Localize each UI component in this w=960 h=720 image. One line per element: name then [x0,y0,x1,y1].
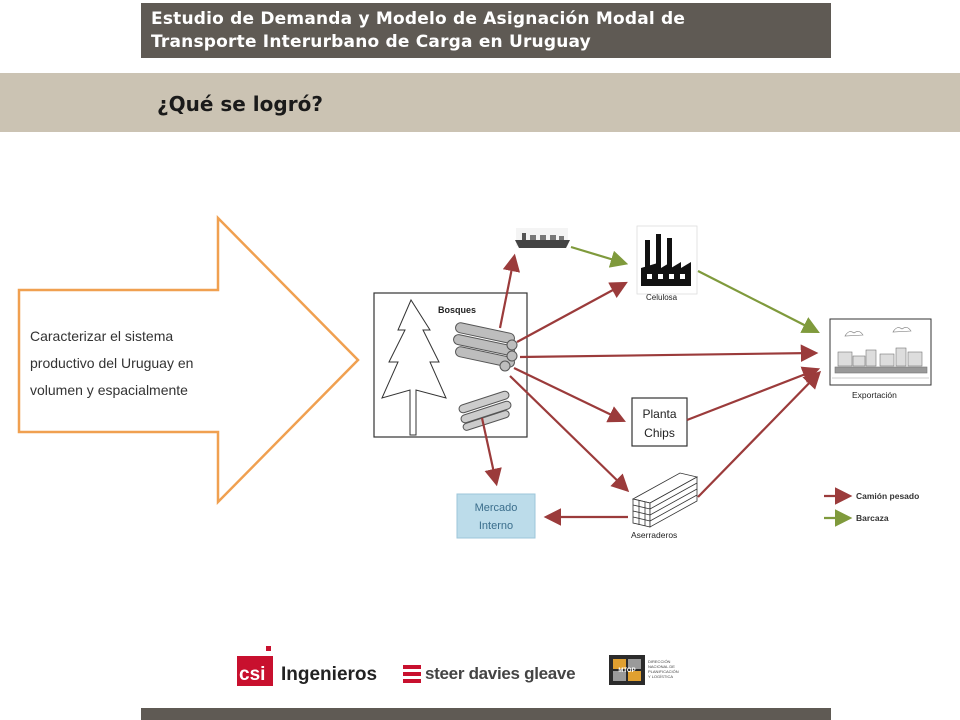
flow-bosques-aserraderos [509,375,630,493]
arrow-description: Caracterizar el sistema productivo del U… [30,323,245,404]
flow-bosques-mercado [480,417,502,487]
exportacion-node: Exportación [829,318,932,400]
truck-flows [480,253,853,526]
flow-bosques-ship [498,253,521,329]
title-line-1: Estudio de Demanda y Modelo de Asignació… [151,9,686,29]
mercado-label-2: Interno [479,520,513,532]
steer-logo-mark [403,665,421,683]
flow-ship-celulosa [570,245,629,268]
port-icon [832,327,929,379]
flow-chips-exportacion [686,366,821,422]
flow-celulosa-exportacion [697,270,820,333]
flow-aserraderos-exportacion [697,370,822,498]
factory-icon [641,234,691,286]
exportacion-label: Exportación [852,390,897,400]
tree-icon [381,298,447,436]
mtop-logo: MTOP [609,655,645,685]
flow-bosques-chips [513,367,626,423]
subtitle-banner [0,73,960,132]
planta-chips-label-2: Chips [644,426,675,440]
lumber-icon [631,472,699,528]
big-arrow-shape [17,214,360,506]
firewood-icon [458,390,512,431]
bosques-node: Bosques [373,292,528,438]
flow-bosques-celulosa [516,281,628,343]
title-banner: Estudio de Demanda y Modelo de Asignació… [141,3,831,58]
mtop-caption-4: Y LOGÍSTICA [648,674,674,679]
steer-logo-text: steer davies gleave [425,664,576,683]
logs-icon [453,322,518,372]
mtop-caption-1: DIRECCIÓN [648,659,671,664]
legend-barge-label: Barcaza [856,513,889,523]
arrow-text-line-2: productivo del Uruguay en [30,355,194,371]
arrow-text-line-1: Caracterizar el sistema [30,328,174,344]
aserraderos-label: Aserraderos [631,530,677,540]
planta-chips-node: Planta Chips [631,397,688,447]
csi-logo-text: csi [239,664,265,685]
celulosa-label: Celulosa [646,293,678,302]
mtop-logo-text: MTOP [618,668,635,674]
csi-logo: csi [237,646,273,686]
bosques-label: Bosques [438,305,476,315]
title-line-2: Transporte Interurbano de Carga en Urugu… [151,32,591,52]
barge-flows [570,245,853,527]
mercado-interno-node: Mercado Interno [456,493,536,539]
mtop-caption-3: PLANIFICACIÓN [648,669,679,674]
mercado-label-1: Mercado [475,502,518,514]
ingenieros-logo-text: Ingenieros [281,664,378,685]
page-subtitle: ¿Qué se logró? [157,92,323,116]
footer-bar [141,708,831,720]
ship-icon [515,228,570,248]
legend-truck-label: Camión pesado [856,491,919,501]
planta-chips-label-1: Planta [642,407,676,421]
mtop-caption: DIRECCIÓN NACIONAL DE PLANIFICACIÓN Y LO… [648,659,708,679]
flow-bosques-exportacion [519,344,819,362]
celulosa-node: Celulosa [636,225,698,302]
aserraderos-node: Aserraderos [631,472,699,540]
arrow-text-line-3: volumen y espacialmente [30,382,188,398]
mtop-caption-2: NACIONAL DE [648,664,675,669]
